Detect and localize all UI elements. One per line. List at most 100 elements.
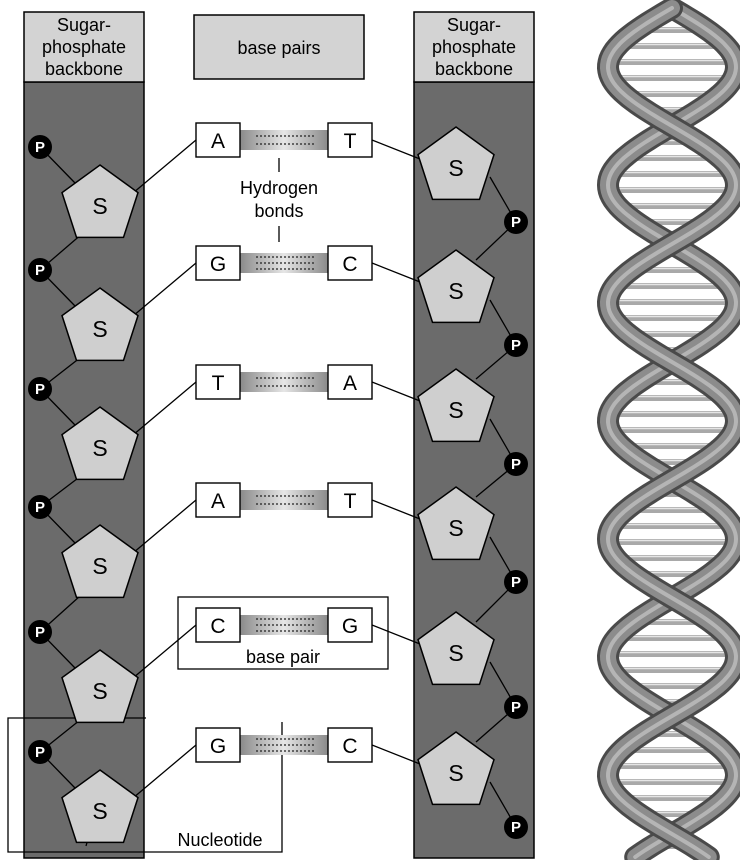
right-sugar-label: S xyxy=(448,278,463,304)
base-pair-highlight-box xyxy=(177,596,389,670)
hydrogen-bond xyxy=(240,372,328,392)
right-base-letter: C xyxy=(342,253,357,276)
right-sugar-label: S xyxy=(448,155,463,181)
right-sugar-base-link xyxy=(371,139,421,160)
left-base-box xyxy=(195,607,241,643)
left-base-box xyxy=(195,727,241,763)
right-backbone-header-line2: phosphate xyxy=(432,37,516,57)
right-sugar xyxy=(417,611,495,686)
right-sugar-label: S xyxy=(448,760,463,786)
left-sugar-label: S xyxy=(92,193,107,219)
right-sugar-label: S xyxy=(448,640,463,666)
hydrogen-bonds-label-line2: bonds xyxy=(254,201,303,221)
right-phosphate-label: P xyxy=(511,819,521,836)
right-phosphate xyxy=(504,815,528,839)
right-phosphate xyxy=(504,333,528,357)
left-base-letter: A xyxy=(211,490,225,513)
right-sugar-label: S xyxy=(448,397,463,423)
left-sugar xyxy=(61,164,139,239)
left-base-box xyxy=(195,482,241,518)
right-base-box xyxy=(327,364,373,400)
double-helix-illustration xyxy=(596,0,740,860)
left-sugar-label: S xyxy=(92,798,107,824)
right-base-box xyxy=(327,122,373,158)
left-sugar xyxy=(61,769,139,844)
right-phosphate xyxy=(504,570,528,594)
left-backbone-header-line3: backbone xyxy=(45,59,123,79)
left-base-letter: A xyxy=(211,130,225,153)
left-base-letter: T xyxy=(212,372,225,395)
left-phosphate-label: P xyxy=(35,499,45,516)
right-sugar-base-link xyxy=(371,499,421,520)
left-sugar-base-link xyxy=(132,499,197,554)
right-phosphate-label: P xyxy=(511,456,521,473)
left-base-box xyxy=(195,122,241,158)
left-phosphate-label: P xyxy=(35,139,45,156)
left-base-box xyxy=(195,245,241,281)
left-sugar-label: S xyxy=(92,435,107,461)
right-sugar xyxy=(417,249,495,324)
right-backbone-header-line1: Sugar- xyxy=(447,15,501,35)
right-base-letter: C xyxy=(342,735,357,758)
left-phosphate-label: P xyxy=(35,262,45,279)
right-sugar xyxy=(417,731,495,806)
base-pair-label: base pair xyxy=(246,647,320,667)
left-base-letter: G xyxy=(210,735,226,758)
right-base-box xyxy=(327,727,373,763)
right-sugar-base-link xyxy=(371,262,421,283)
left-phosphate xyxy=(28,620,52,644)
right-sugar-label: S xyxy=(448,515,463,541)
base-pairs-header xyxy=(193,14,365,80)
left-phosphate-label: P xyxy=(35,744,45,761)
left-sugar-label: S xyxy=(92,316,107,342)
left-base-box xyxy=(195,364,241,400)
hydrogen-bond xyxy=(240,490,328,510)
left-base-letter: G xyxy=(210,253,226,276)
right-base-box xyxy=(327,245,373,281)
helix-strand-highlight xyxy=(605,6,739,859)
nucleotide-label: Nucleotide xyxy=(177,830,262,850)
left-sugar-base-link xyxy=(132,139,197,194)
left-phosphate xyxy=(28,258,52,282)
nucleotide-box xyxy=(7,717,283,853)
left-sugar xyxy=(61,524,139,599)
right-sugar-base-link xyxy=(371,624,421,645)
hydrogen-bond xyxy=(240,130,328,150)
left-phosphate-label: P xyxy=(35,624,45,641)
left-phosphate xyxy=(28,495,52,519)
left-sugar xyxy=(61,287,139,362)
base-pair-row: G C S S P P xyxy=(28,727,528,844)
right-backbone-header-line3: backbone xyxy=(435,59,513,79)
right-sugar-base-link xyxy=(371,381,421,402)
left-sugar-label: S xyxy=(92,678,107,704)
left-backbone-header xyxy=(23,11,145,83)
left-phosphate xyxy=(28,135,52,159)
left-phosphate xyxy=(28,740,52,764)
right-base-letter: T xyxy=(344,490,357,513)
right-phosphate-label: P xyxy=(511,214,521,231)
base-pairs-header-label: base pairs xyxy=(237,38,320,58)
left-phosphate xyxy=(28,377,52,401)
right-base-box xyxy=(327,607,373,643)
left-sugar xyxy=(61,406,139,481)
right-sugar xyxy=(417,486,495,561)
left-sugar-base-link xyxy=(132,624,197,679)
right-sugar-base-link xyxy=(371,744,421,765)
hydrogen-bonds-label-line1: Hydrogen xyxy=(240,178,318,198)
left-sugar-base-link xyxy=(132,744,197,799)
right-base-letter: G xyxy=(342,615,358,638)
left-sugar xyxy=(61,649,139,724)
left-sugar-base-link xyxy=(132,262,197,317)
left-phosphate-label: P xyxy=(35,381,45,398)
left-sugar-label: S xyxy=(92,553,107,579)
right-sugar xyxy=(417,126,495,201)
right-phosphate-label: P xyxy=(511,699,521,716)
right-sugar xyxy=(417,368,495,443)
right-phosphate xyxy=(504,210,528,234)
